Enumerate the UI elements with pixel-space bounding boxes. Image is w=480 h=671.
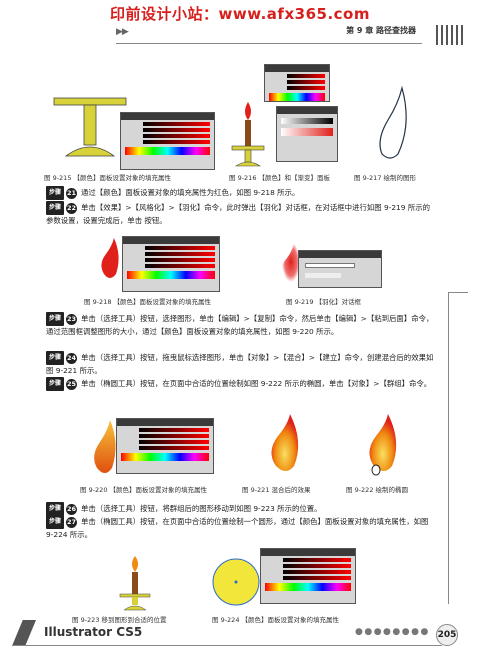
color-panel-215: [120, 112, 215, 170]
color-panel-220: [116, 418, 214, 474]
header-divider: [116, 43, 422, 44]
step-text: 单击（选择工具）按钮，拖曳鼠标选择图形，单击【对象】>【混合】>【建立】命令，创…: [46, 353, 434, 375]
step-number: 22: [66, 203, 78, 214]
caption-fig224: 图 9-224 【颜色】面板设置对象的填充属性: [212, 616, 340, 624]
step-text: 单击（选择工具）按钮，将群组后的图形移动到如图 9-223 所示的位置。: [81, 504, 322, 513]
step-label: 步骤: [46, 351, 65, 365]
header-bars-decoration: [436, 25, 470, 45]
caption-fig215: 图 9-215 【颜色】面板设置对象的填充属性: [44, 174, 172, 182]
caption-fig222: 图 9-222 绘制的椭圆: [346, 486, 409, 494]
side-divider: [448, 292, 449, 604]
step-text: 单击（选择工具）按钮，选择图形，单击【编辑】>【复制】命令，然后单击【编辑】>【…: [46, 314, 434, 336]
candle-holder-figure: [53, 97, 127, 157]
page-number: 205: [436, 624, 458, 646]
caption-fig216: 图 9-216 【颜色】和【渐变】面板: [229, 174, 331, 182]
footer-dots-decoration: ●●●●●●●●: [355, 627, 430, 637]
caption-fig223: 图 9-223 移到图形到合适的位置: [72, 616, 167, 624]
footer-divider: [12, 645, 442, 646]
red-flame-218: [101, 238, 119, 278]
step-text: 单击（椭圆工具）按钮，在页面中合适的位置绘制如图 9-222 所示的椭圆，单击【…: [81, 379, 432, 388]
gradient-flame-220: [94, 420, 116, 473]
chapter-title: 第 9 章 路径查找器: [346, 26, 416, 35]
color-panel-218: [122, 236, 220, 292]
step-number: 26: [66, 504, 78, 515]
outline-shape-figure: [379, 85, 407, 159]
feather-dialog-219: [298, 250, 382, 288]
step-number: 21: [66, 188, 78, 199]
step-number: 25: [66, 379, 78, 390]
caption-fig217: 图 9-217 绘制的图形: [354, 174, 417, 182]
caption-fig221: 图 9-221 混合后的效果: [242, 486, 311, 494]
watermark-text: 印前设计小站：www.afx365.com: [110, 5, 370, 23]
step-label: 步骤: [46, 377, 65, 391]
step-number: 23: [66, 314, 78, 325]
side-divider-tick: [448, 292, 468, 293]
gradient-panel-216: [276, 106, 338, 162]
blended-flame-221: [271, 414, 299, 471]
step-number: 24: [66, 353, 78, 364]
book-title: Illustrator CS5: [44, 625, 143, 639]
candle-figure-223: [119, 556, 151, 611]
color-panel-224: [260, 548, 356, 604]
step-label: 步骤: [46, 502, 65, 516]
yellow-circle-224: [212, 558, 260, 606]
caption-fig218: 图 9-218 【颜色】面板设置对象的填充属性: [84, 298, 212, 306]
step-label: 步骤: [46, 201, 65, 215]
step-label: 步骤: [46, 186, 65, 200]
feathered-flame-219: [281, 242, 300, 282]
color-panel-216: [264, 64, 330, 102]
caption-fig220: 图 9-220 【颜色】面板设置对象的填充属性: [80, 486, 208, 494]
step-label: 步骤: [46, 515, 65, 529]
step-text: 通过【颜色】面板设置对象的填充属性为红色，如图 9-218 所示。: [81, 188, 300, 197]
flame-ellipse-222: [369, 414, 397, 476]
step-text: 单击（椭圆工具）按钮，在页面中合适的位置绘制一个圆形，通过【颜色】面板设置对象的…: [46, 517, 429, 539]
header-arrows-icon: ▶▶: [116, 27, 129, 37]
footer-stripe-decoration: [12, 620, 36, 646]
caption-fig219: 图 9-219 【羽化】对话框: [286, 298, 362, 306]
candle-figure-216: [231, 102, 265, 167]
step-label: 步骤: [46, 312, 65, 326]
step-text: 单击【效果】>【风格化】>【羽化】命令，此时弹出【羽化】对话框，在对话框中进行如…: [46, 203, 430, 225]
step-number: 27: [66, 517, 78, 528]
